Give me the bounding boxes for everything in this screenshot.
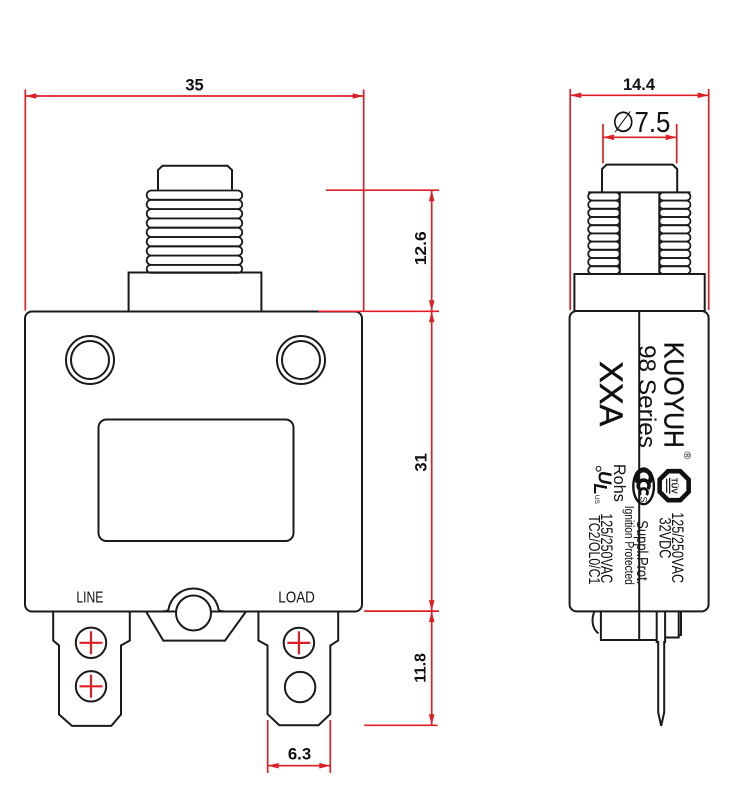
svg-text:125/250VAC: 125/250VAC xyxy=(668,512,687,583)
svg-text:∅7.5: ∅7.5 xyxy=(612,107,671,139)
svg-text:14.4: 14.4 xyxy=(623,76,656,94)
svg-text:L: L xyxy=(590,483,611,494)
svg-text:XXA: XXA xyxy=(593,361,629,426)
svg-text:6.3: 6.3 xyxy=(288,746,311,764)
svg-text:12.6: 12.6 xyxy=(413,231,430,265)
svg-text:TÜV: TÜV xyxy=(670,478,679,495)
svg-text:31: 31 xyxy=(412,453,430,471)
svg-text:US: US xyxy=(593,495,600,505)
svg-text:TC2/OL0/C1: TC2/OL0/C1 xyxy=(585,515,602,584)
svg-text:Suppl.Prot.: Suppl.Prot. xyxy=(633,520,650,584)
svg-text:LOAD: LOAD xyxy=(278,590,315,607)
svg-text:KUOYUH: KUOYUH xyxy=(658,342,689,448)
svg-text:125/250VAC: 125/250VAC xyxy=(597,513,616,583)
svg-text:Ignition Protected: Ignition Protected xyxy=(622,506,636,585)
svg-text:®: ® xyxy=(681,452,693,460)
svg-text:S: S xyxy=(638,496,648,502)
svg-text:98 Series: 98 Series xyxy=(633,345,660,448)
svg-text:11.8: 11.8 xyxy=(412,653,429,683)
svg-text:LINE: LINE xyxy=(76,590,103,607)
svg-text:U: U xyxy=(595,471,616,485)
svg-text:35: 35 xyxy=(185,77,203,95)
svg-text:Rohs: Rohs xyxy=(610,464,629,502)
svg-text:32VDC: 32VDC xyxy=(655,518,673,559)
